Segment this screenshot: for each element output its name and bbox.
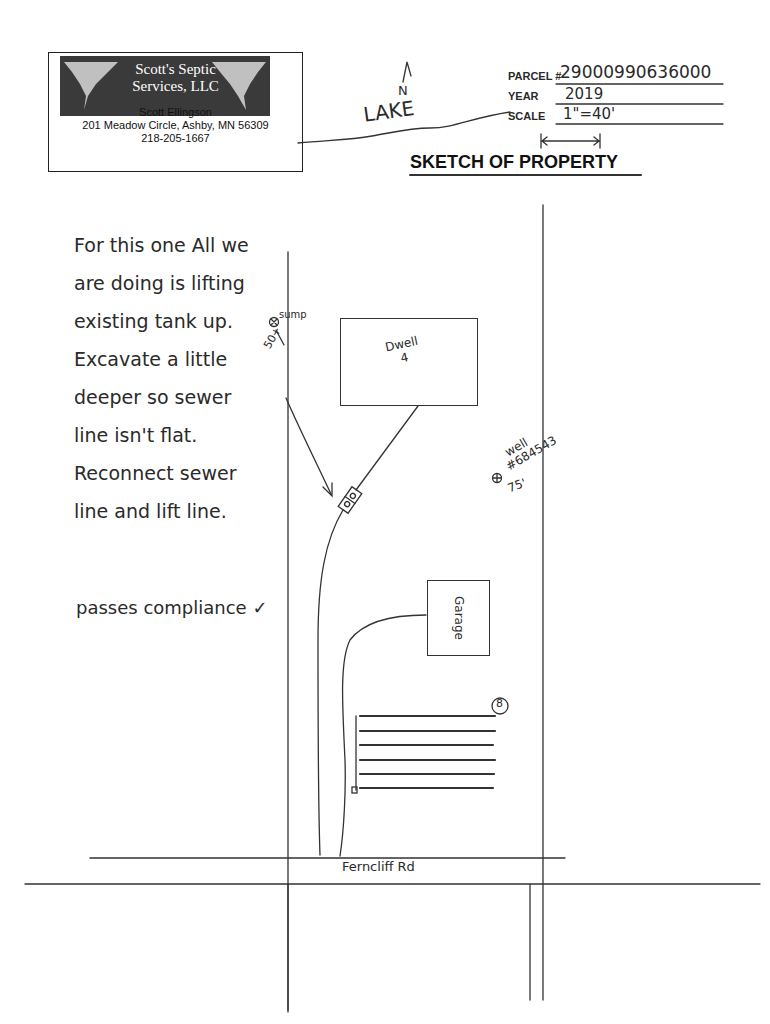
leader-arrow (286, 398, 331, 494)
septic-tank (338, 487, 362, 514)
company-info: 218-205-1667 (49, 132, 302, 145)
page-title: SKETCH OF PROPERTY (410, 152, 618, 173)
tornado-icon (64, 62, 266, 110)
distance-label: 75' (506, 477, 528, 496)
callout-circle (492, 698, 508, 714)
drainfield-cleanout (352, 787, 357, 793)
drainfield-trench (360, 716, 495, 788)
road-name: Ferncliff Rd (342, 860, 415, 875)
callout-number: 8 (496, 698, 503, 711)
well-symbol (493, 474, 502, 483)
company-name: Scott's Septic Services, LLC (126, 61, 226, 94)
drainfield-header (355, 716, 356, 790)
company-box: Scott's Septic Services, LLC Scott Elling… (48, 52, 303, 172)
form-line (556, 84, 723, 124)
compliance-note: passes compliance ✓ (76, 598, 267, 619)
leader-arrow (323, 483, 332, 496)
handwritten-note: For this one All we are doing is lifting… (74, 226, 259, 530)
field-label: PARCEL # (508, 70, 561, 83)
field-label: YEAR (508, 90, 539, 103)
lift-line (318, 510, 343, 855)
company-info: 201 Meadow Circle, Ashby, MN 56309 (49, 119, 302, 132)
scale-value: 1"=40' (563, 106, 615, 123)
dwelling-box: Dwell 4 (340, 318, 478, 406)
node-label: Garage (452, 596, 466, 640)
year-value: 2019 (565, 86, 603, 103)
distance-label: 50+ (262, 325, 285, 351)
company-info: Scott Ellingson (49, 106, 302, 119)
well-symbol (493, 474, 501, 482)
sewer-line (356, 406, 418, 490)
parcel-number: 29000990636000 (560, 63, 711, 83)
scale-bar (541, 134, 600, 148)
property-line (288, 205, 543, 1010)
lake-label: LAKE (362, 97, 416, 127)
supply-line (340, 615, 426, 856)
node-label: Dwell 4 (381, 333, 426, 369)
sump-label: sump (279, 309, 307, 321)
north-arrow (403, 62, 411, 82)
garage-box: Garage (427, 580, 490, 656)
title-underline (410, 174, 641, 176)
field-label: SCALE (508, 110, 545, 123)
road-line (25, 858, 760, 1012)
sump-symbol (271, 319, 277, 325)
